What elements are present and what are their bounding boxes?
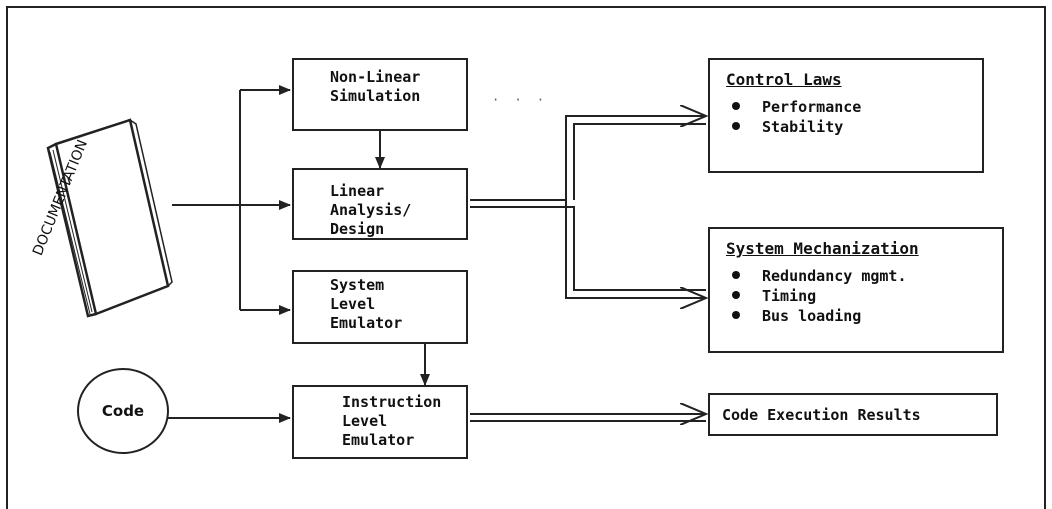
process-label: Emulator [330,314,403,332]
documentation-connectors [172,85,291,315]
double-line-connectors [470,116,706,421]
process-label: Linear [330,182,385,200]
system-level-emulator-box: System Level Emulator [292,270,468,344]
list-item: Stability [710,117,982,137]
process-label: Simulation [330,87,421,105]
process-label: Emulator [342,431,415,449]
system-mechanization-list: Redundancy mgmt. Timing Bus loading [710,266,1002,326]
bullet-icon [732,102,740,110]
list-item: Bus loading [710,306,1002,326]
list-item-label: Redundancy mgmt. [762,267,907,285]
code-execution-results-box: Code Execution Results [708,393,998,436]
code-execution-results-label: Code Execution Results [722,406,921,424]
instruction-level-emulator-box: Instruction Level Emulator [292,385,468,459]
process-label: Non-Linear [330,68,421,86]
system-mechanization-box: System Mechanization Redundancy mgmt. Ti… [708,227,1004,353]
figure-frame [6,6,1046,509]
list-item: Performance [710,97,982,117]
documentation-book-icon [46,118,173,318]
bullet-icon [732,271,740,279]
control-laws-box: Control Laws Performance Stability [708,58,984,173]
code-label: Code [101,402,145,420]
process-label: Level [330,295,376,313]
bullet-icon [732,291,740,299]
control-laws-title: Control Laws [726,70,842,89]
internal-connectors [168,131,430,423]
list-item-label: Performance [762,98,862,116]
process-label: System [330,276,385,294]
nonlinear-simulation-box: Non-Linear Simulation [292,58,468,131]
control-laws-list: Performance Stability [710,97,982,137]
process-label: Analysis/ [330,201,412,219]
list-item: Redundancy mgmt. [710,266,1002,286]
list-item: Timing [710,286,1002,306]
system-mechanization-title: System Mechanization [726,239,919,258]
process-label: Instruction [342,393,442,411]
decorative-dots: · · · [492,93,549,107]
code-input-circle: Code [77,368,169,454]
list-item-label: Stability [762,118,844,136]
list-item-label: Bus loading [762,307,862,325]
bullet-icon [732,122,740,130]
process-label: Level [342,412,388,430]
process-label: Design [330,220,385,238]
bullet-icon [732,311,740,319]
linear-analysis-design-box: Linear Analysis/ Design [292,168,468,240]
list-item-label: Timing [762,287,817,305]
